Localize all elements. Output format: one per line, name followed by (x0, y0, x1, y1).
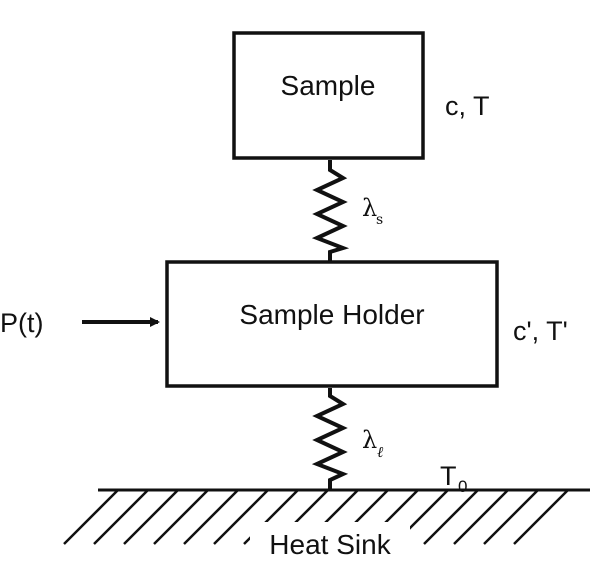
sample-label: Sample (281, 70, 376, 101)
sample-box (232, 31, 425, 160)
sample-link-symbol: λ (362, 194, 377, 222)
sample-holder-label: Sample Holder (239, 299, 424, 330)
sample-holder-properties: c', T' (513, 316, 568, 346)
holder-thermal-link (311, 388, 349, 490)
power-label: P(t) (0, 308, 44, 338)
sample-thermal-link (311, 160, 350, 262)
heat-sink-label: Heat Sink (269, 529, 391, 560)
holder-link-subscript: ℓ (377, 443, 383, 461)
heat-sink-temperature-subscript: 0 (458, 477, 467, 496)
sample-link-subscript: s (376, 212, 383, 228)
heat-sink-label-backdrop (250, 522, 410, 560)
holder-link-symbol: λ (362, 426, 377, 454)
heat-sink-temperature: T (440, 461, 457, 491)
sample-holder-box (165, 260, 499, 388)
sample-properties: c, T (445, 91, 490, 121)
